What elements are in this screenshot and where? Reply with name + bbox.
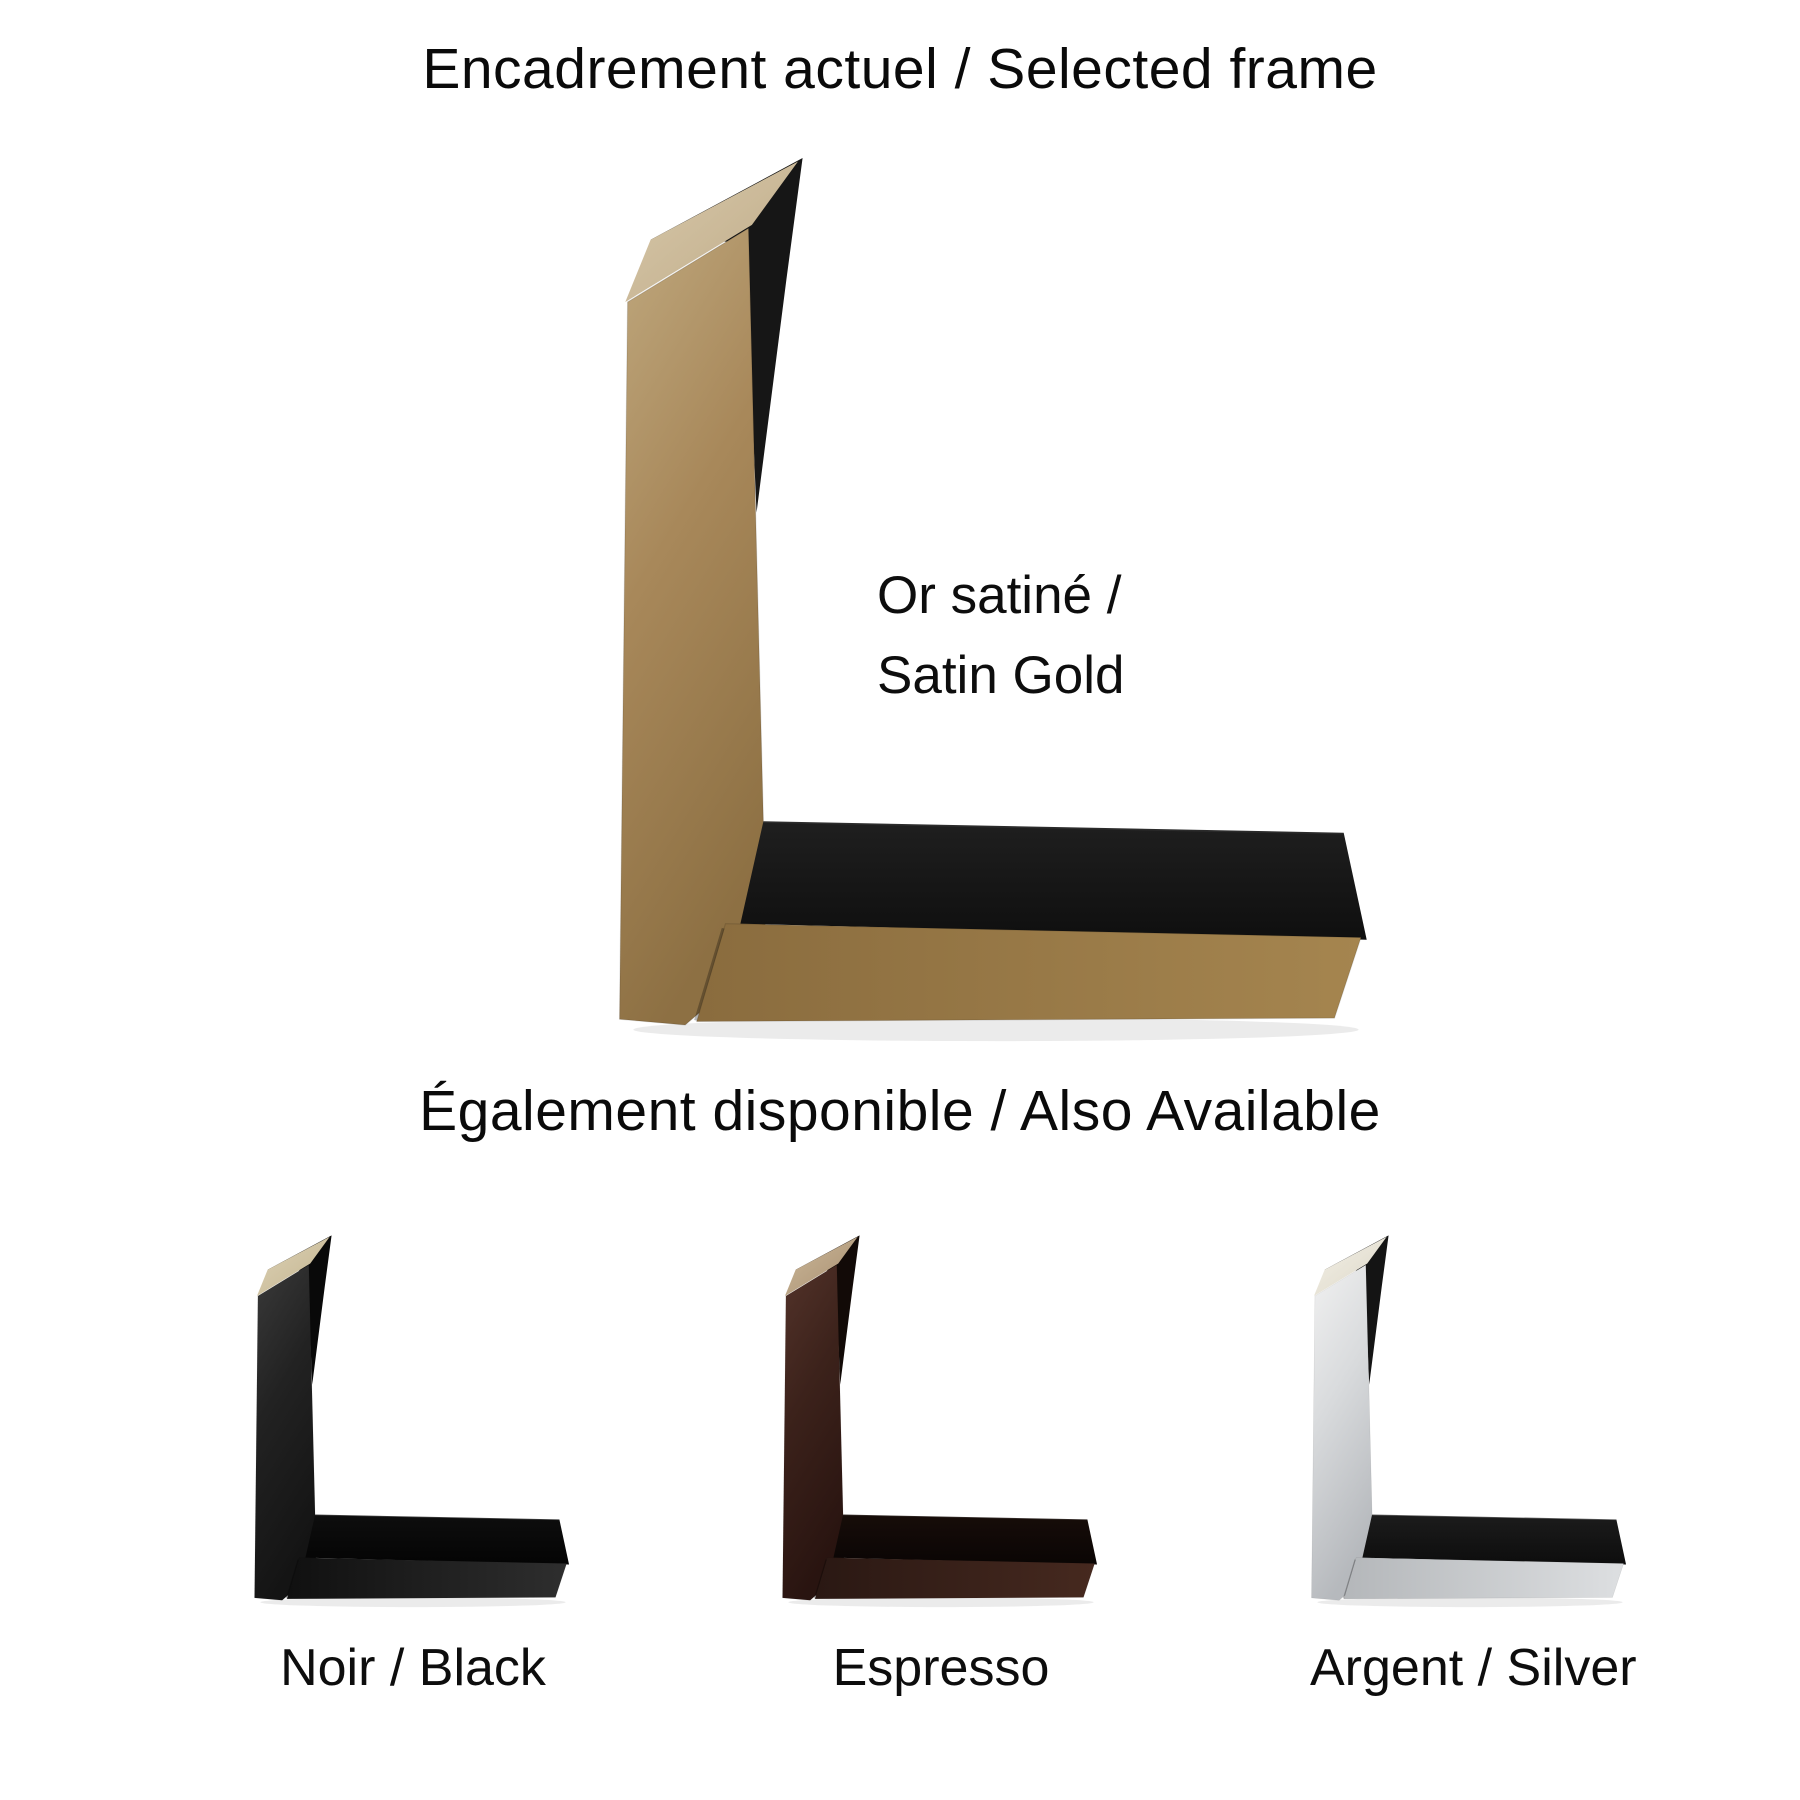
frame-miter-seam — [1342, 1559, 1356, 1599]
frame-miter-seam — [285, 1559, 299, 1599]
available-frame-item-black: Noir / Black — [253, 1232, 573, 1698]
frame-vertical-face — [782, 1264, 845, 1601]
frame-inner-lip — [833, 1514, 1098, 1565]
frame-lip-highlight — [843, 1513, 1088, 1521]
frame-horizontal-face — [695, 923, 1362, 1023]
frame-cut-end — [625, 161, 798, 302]
frame-horizontal-face — [1343, 1557, 1624, 1600]
frame-corner-svg — [782, 1235, 1098, 1608]
selected-frame-label: Or satiné / Satin Gold — [877, 556, 1124, 715]
frame-cut-end — [784, 1236, 858, 1296]
frame-lip-highlight — [763, 819, 1344, 835]
frame-corner-svg — [618, 158, 1367, 1042]
available-frame-item-espresso: Espresso — [781, 1232, 1101, 1698]
frame-back-edge — [795, 1235, 860, 1385]
frame-lip-highlight — [1372, 1513, 1617, 1521]
espresso-frame-corner-image — [781, 1232, 1101, 1610]
frame-back-edge — [1324, 1235, 1389, 1385]
available-frame-item-silver: Argent / Silver — [1310, 1232, 1637, 1698]
frame-cut-end — [1313, 1236, 1387, 1296]
frame-horizontal-face — [814, 1557, 1095, 1600]
selected-frame-title: Encadrement actuel / Selected frame — [422, 37, 1378, 101]
frame-back-edge — [650, 158, 803, 513]
available-frame-label: Noir / Black — [280, 1639, 546, 1697]
frame-corner-svg — [254, 1235, 570, 1608]
selected-frame-label-fr: Or satiné / — [877, 566, 1122, 625]
frame-lip-highlight — [315, 1513, 560, 1521]
frame-inner-lip — [740, 821, 1367, 940]
available-frames-title: Également disponible / Also Available — [419, 1079, 1381, 1143]
frame-shadow — [1317, 1597, 1623, 1608]
frame-vertical-face — [254, 1264, 317, 1601]
frame-inner-lip — [1362, 1514, 1627, 1565]
frame-corner-svg — [1311, 1235, 1627, 1608]
available-frame-label: Argent / Silver — [1310, 1639, 1637, 1697]
selected-frame-corner-image — [616, 150, 1376, 1048]
frame-shadow — [788, 1597, 1094, 1608]
silver-frame-corner-image — [1310, 1232, 1630, 1610]
frame-cut-end — [256, 1236, 330, 1296]
frame-shadow — [633, 1018, 1359, 1042]
frame-back-edge — [267, 1235, 332, 1385]
frame-miter-seam — [813, 1559, 827, 1599]
frame-vertical-face — [1311, 1264, 1374, 1601]
frame-shadow — [260, 1597, 566, 1608]
selected-frame-label-en: Satin Gold — [877, 645, 1125, 705]
frame-inner-lip — [305, 1514, 570, 1565]
frame-horizontal-face — [286, 1557, 567, 1600]
frame-miter-seam — [694, 927, 725, 1021]
available-frame-label: Espresso — [832, 1639, 1050, 1697]
black-frame-corner-image — [253, 1232, 573, 1610]
